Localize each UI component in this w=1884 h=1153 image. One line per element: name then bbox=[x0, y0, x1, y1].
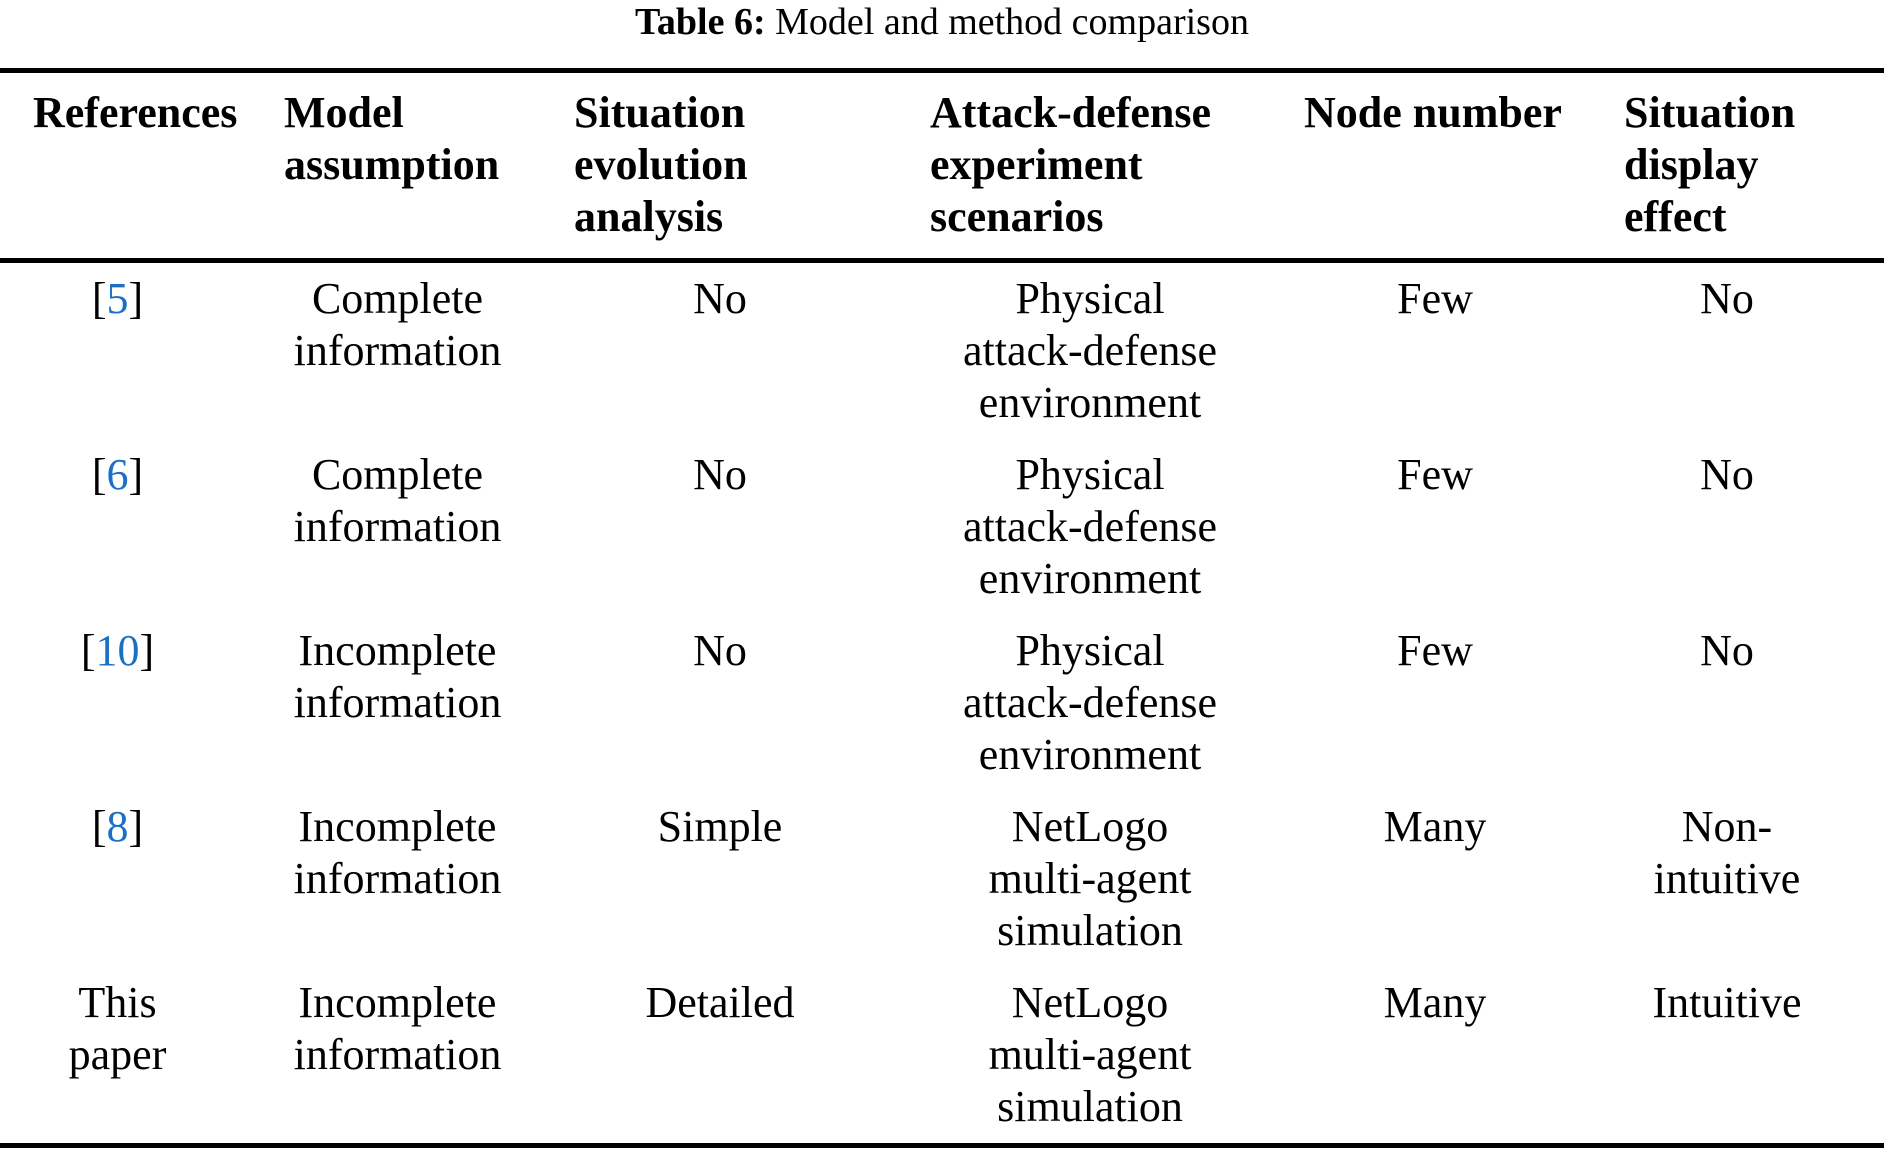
model-assumption-cell: Incomplete information bbox=[293, 802, 502, 903]
bracket-close: ] bbox=[128, 450, 144, 499]
reference-link-10[interactable]: 10 bbox=[95, 626, 140, 675]
table-row: [8] Incomplete information Simple NetLog… bbox=[0, 791, 1884, 967]
node-number-cell: Many bbox=[1383, 802, 1487, 851]
scenario-cell: NetLogo multi-agent simulation bbox=[988, 802, 1192, 955]
table-caption-text: Model and method comparison bbox=[775, 1, 1249, 43]
display-effect-cell: No bbox=[1700, 450, 1754, 499]
scenario-cell: NetLogo multi-agent simulation bbox=[988, 978, 1192, 1131]
scenario-cell: Physical attack-defense environment bbox=[962, 626, 1218, 779]
bracket-close: ] bbox=[139, 626, 155, 675]
scenario-cell: Physical attack-defense environment bbox=[962, 450, 1218, 603]
reference-cell: [8] bbox=[0, 791, 235, 967]
header-model-assumption: Model assumption bbox=[235, 70, 560, 263]
table-caption-label: Table 6: bbox=[635, 1, 766, 43]
reference-cell-this-paper: This paper bbox=[68, 978, 167, 1079]
reference-link-6[interactable]: 6 bbox=[106, 450, 129, 499]
reference-cell: [10] bbox=[0, 615, 235, 791]
evolution-analysis-cell: Detailed bbox=[645, 978, 795, 1027]
bracket-open: [ bbox=[91, 450, 107, 499]
header-situation-evolution-analysis: Situation evolution analysis bbox=[560, 70, 880, 263]
model-assumption-cell: Incomplete information bbox=[293, 626, 502, 727]
display-effect-cell: No bbox=[1700, 274, 1754, 323]
table-row: [10] Incomplete information No Physical … bbox=[0, 615, 1884, 791]
evolution-analysis-cell: No bbox=[693, 626, 747, 675]
display-effect-cell: No bbox=[1700, 626, 1754, 675]
table-row: [5] Complete information No Physical att… bbox=[0, 261, 1884, 440]
comparison-table: References Model assumption Situation ev… bbox=[0, 68, 1884, 1148]
header-references: References bbox=[0, 70, 237, 263]
scenario-cell: Physical attack-defense environment bbox=[962, 274, 1218, 427]
bracket-open: [ bbox=[80, 626, 96, 675]
evolution-analysis-cell: Simple bbox=[657, 802, 783, 851]
node-number-cell: Few bbox=[1397, 450, 1473, 499]
reference-cell: [5] bbox=[0, 261, 235, 440]
display-effect-cell: Intuitive bbox=[1652, 978, 1802, 1027]
bracket-close: ] bbox=[128, 802, 144, 851]
bracket-open: [ bbox=[91, 802, 107, 851]
node-number-cell: Few bbox=[1397, 274, 1473, 323]
bracket-open: [ bbox=[91, 274, 107, 323]
model-assumption-cell: Incomplete information bbox=[293, 978, 502, 1079]
header-node-number: Node number bbox=[1300, 70, 1570, 263]
evolution-analysis-cell: No bbox=[693, 274, 747, 323]
evolution-analysis-cell: No bbox=[693, 450, 747, 499]
reference-link-8[interactable]: 8 bbox=[106, 802, 129, 851]
model-assumption-cell: Complete information bbox=[293, 450, 502, 551]
display-effect-cell: Non- intuitive bbox=[1653, 802, 1801, 903]
table-row: This paper Incomplete information Detail… bbox=[0, 967, 1884, 1146]
node-number-cell: Few bbox=[1397, 626, 1473, 675]
header-situation-display-effect: Situation display effect bbox=[1570, 70, 1884, 263]
reference-cell: [6] bbox=[0, 439, 235, 615]
table-row: [6] Complete information No Physical att… bbox=[0, 439, 1884, 615]
table-header-row: References Model assumption Situation ev… bbox=[0, 70, 1884, 263]
table-caption: Table 6:Model and method comparison bbox=[0, 0, 1884, 68]
bracket-close: ] bbox=[128, 274, 144, 323]
header-attack-defense-scenarios: Attack-defense experiment scenarios bbox=[880, 70, 1300, 263]
reference-link-5[interactable]: 5 bbox=[106, 274, 129, 323]
model-assumption-cell: Complete information bbox=[293, 274, 502, 375]
node-number-cell: Many bbox=[1383, 978, 1487, 1027]
